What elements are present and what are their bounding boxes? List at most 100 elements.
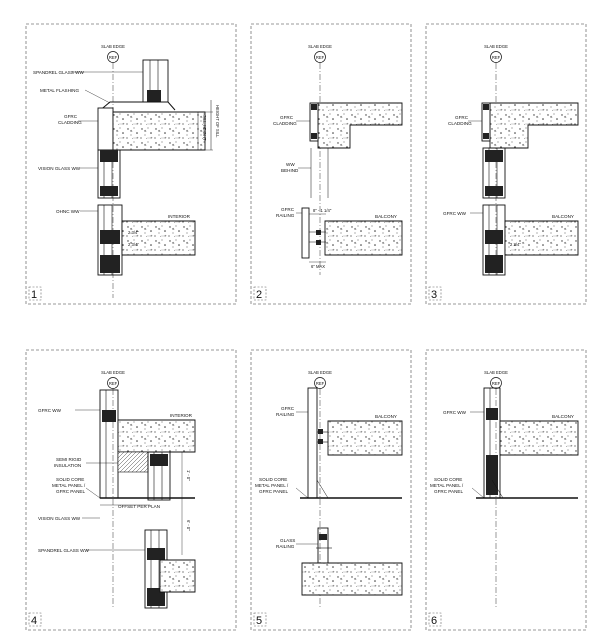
ww-label: GFRC WW xyxy=(443,211,467,216)
panel-border xyxy=(250,349,412,631)
vision-label: VISION GLASS WW xyxy=(38,166,81,171)
ref-bubble xyxy=(107,377,119,389)
panel-number: 3 xyxy=(431,289,437,301)
ref-bubble xyxy=(107,51,119,63)
balcony-label: BALCONY xyxy=(375,214,397,219)
ref-bubble xyxy=(314,51,326,63)
ref-bubble xyxy=(314,377,326,389)
solid-core-label-3: GFRC PANEL xyxy=(434,489,463,494)
solid-core-label-2: METAL PANEL / xyxy=(255,483,289,488)
railing-label-2: RAILING xyxy=(276,412,295,417)
solid-core-label-3: GFRC PANEL xyxy=(259,489,288,494)
panel-number-box xyxy=(428,286,442,301)
ref-label: REF xyxy=(109,55,118,60)
ww-label: GFRC WW xyxy=(443,410,467,415)
panel-border xyxy=(250,23,412,305)
slab-edge-label: SLAB EDGE xyxy=(484,44,508,49)
panel-number-box xyxy=(428,612,442,627)
ref-label: REF xyxy=(492,381,501,386)
slab-edge-label: SLAB EDGE xyxy=(101,370,125,375)
gfrc-label-2: CLADDING xyxy=(273,121,297,126)
dim-a: 8" - 1 1/4" xyxy=(313,208,332,213)
dim-height-of-sill: HEIGHT OF SILL xyxy=(215,105,220,138)
balcony-slab xyxy=(499,420,579,456)
balcony-slab xyxy=(324,220,403,256)
solid-core-label-1: SOLID CORE xyxy=(56,477,84,482)
slab-edge-label: SLAB EDGE xyxy=(101,44,125,49)
gfrc-label-2: CLADDING xyxy=(448,121,472,126)
concrete-slab-upper xyxy=(489,102,579,149)
balcony-label: BALCONY xyxy=(552,214,574,219)
concrete-slab-upper xyxy=(317,102,403,149)
railing-label-1: GFRC xyxy=(281,207,295,212)
slab-edge-label: SLAB EDGE xyxy=(308,44,332,49)
balcony-slab xyxy=(327,420,403,456)
upper-window-wall xyxy=(99,389,119,499)
slab-edge-label: SLAB EDGE xyxy=(308,370,332,375)
gfrc-cladding xyxy=(481,102,491,142)
panel-number: 6 xyxy=(431,615,437,627)
semi-rigid-label-1: SEMI RIGID xyxy=(56,457,82,462)
ref-bubble xyxy=(490,51,502,63)
balcony-label: BALCONY xyxy=(552,414,574,419)
glass-railing-label-1: GLASS xyxy=(280,538,295,543)
ww-label-2: BEHIND xyxy=(281,168,299,173)
panel-number-box xyxy=(28,612,42,627)
gfrc-label-2: CLADDING xyxy=(58,120,82,125)
vision-label: VISION GLASS WW xyxy=(38,516,81,521)
interior-label: INTERIOR xyxy=(170,413,193,418)
balcony-slab xyxy=(504,220,579,256)
gfrc-label-1: GFRC xyxy=(280,115,294,120)
slab-edge-label: SLAB EDGE xyxy=(484,370,508,375)
lower-slab xyxy=(159,559,196,593)
panel-border xyxy=(25,349,237,631)
detail-panel-1: 1 SLAB EDGE REF HEIGHT OF SILL SILL HEIG… xyxy=(25,23,237,305)
gfrc-railing xyxy=(307,387,318,499)
detail-panel-2: 2 SLAB EDGE REF 8" - 1 1/4" 6" MAX BALCO… xyxy=(250,23,412,305)
ref-label: REF xyxy=(109,381,118,386)
spandrel-label: SPANDREL GLASS WW xyxy=(38,548,89,553)
ref-label: REF xyxy=(316,55,325,60)
balcony-label: BALCONY xyxy=(375,414,397,419)
gfrc-railing xyxy=(301,207,310,259)
panel-border xyxy=(425,349,587,631)
ref-bubble xyxy=(490,377,502,389)
ohnc-label: OHNC WW xyxy=(56,209,80,214)
concrete-slab xyxy=(112,111,206,151)
panel-number: 4 xyxy=(31,615,37,627)
detail-panel-4: 4 SLAB EDGE REF INTERIOR 1' - 0" 6' - 0" xyxy=(25,349,237,631)
gfrc-cladding xyxy=(97,107,114,151)
spandrel-label: SPANDREL GLASS WW xyxy=(33,70,84,75)
window-wall xyxy=(482,147,506,199)
panel-number: 2 xyxy=(256,289,262,301)
interior-label: INTERIOR xyxy=(168,214,191,219)
dim-sill-height: SILL HEIGHT xyxy=(202,115,207,141)
semi-rigid-label-2: INSULATION xyxy=(54,463,81,468)
dim-a: 1' - 0" xyxy=(186,470,191,481)
panel-number-box xyxy=(28,286,42,301)
semi-rigid-insulation xyxy=(117,451,149,473)
panel-border xyxy=(425,23,587,305)
glass-railing-label-2: RAILING xyxy=(276,544,295,549)
railing-label-2: RAILING xyxy=(276,213,295,218)
flashing-label: METAL FLASHING xyxy=(40,88,79,93)
detail-panel-5: 5 SLAB EDGE REF BALCONY GFRC RAILING SOL… xyxy=(250,349,412,631)
panel-number: 5 xyxy=(256,615,262,627)
dim-d: 2 3/4" xyxy=(128,242,139,247)
panel-number: 1 xyxy=(31,289,37,301)
dim-c: 2 3/4" xyxy=(128,230,139,235)
detail-panel-6: 6 SLAB EDGE REF BALCONY GFRC WW SOLID CO… xyxy=(425,349,587,631)
bulkhead-window xyxy=(147,451,171,501)
panel-number-box xyxy=(253,286,267,301)
offset-label: OFFSET PER PLAN xyxy=(118,504,160,509)
interior-slab xyxy=(117,419,196,453)
interior-slab xyxy=(121,220,196,256)
gfrc-label-1: GFRC xyxy=(455,115,469,120)
solid-core-label-2: METAL PANEL / xyxy=(52,483,86,488)
panel-number-box xyxy=(253,612,267,627)
detail-panel-3: 3 SLAB EDGE REF 2 3/4" BALCONY GFRC CLAD… xyxy=(425,23,587,305)
ww-label-1: WW xyxy=(286,162,295,167)
dim-b: 6" MAX xyxy=(311,264,325,269)
dim-b: 6' - 0" xyxy=(186,520,191,531)
